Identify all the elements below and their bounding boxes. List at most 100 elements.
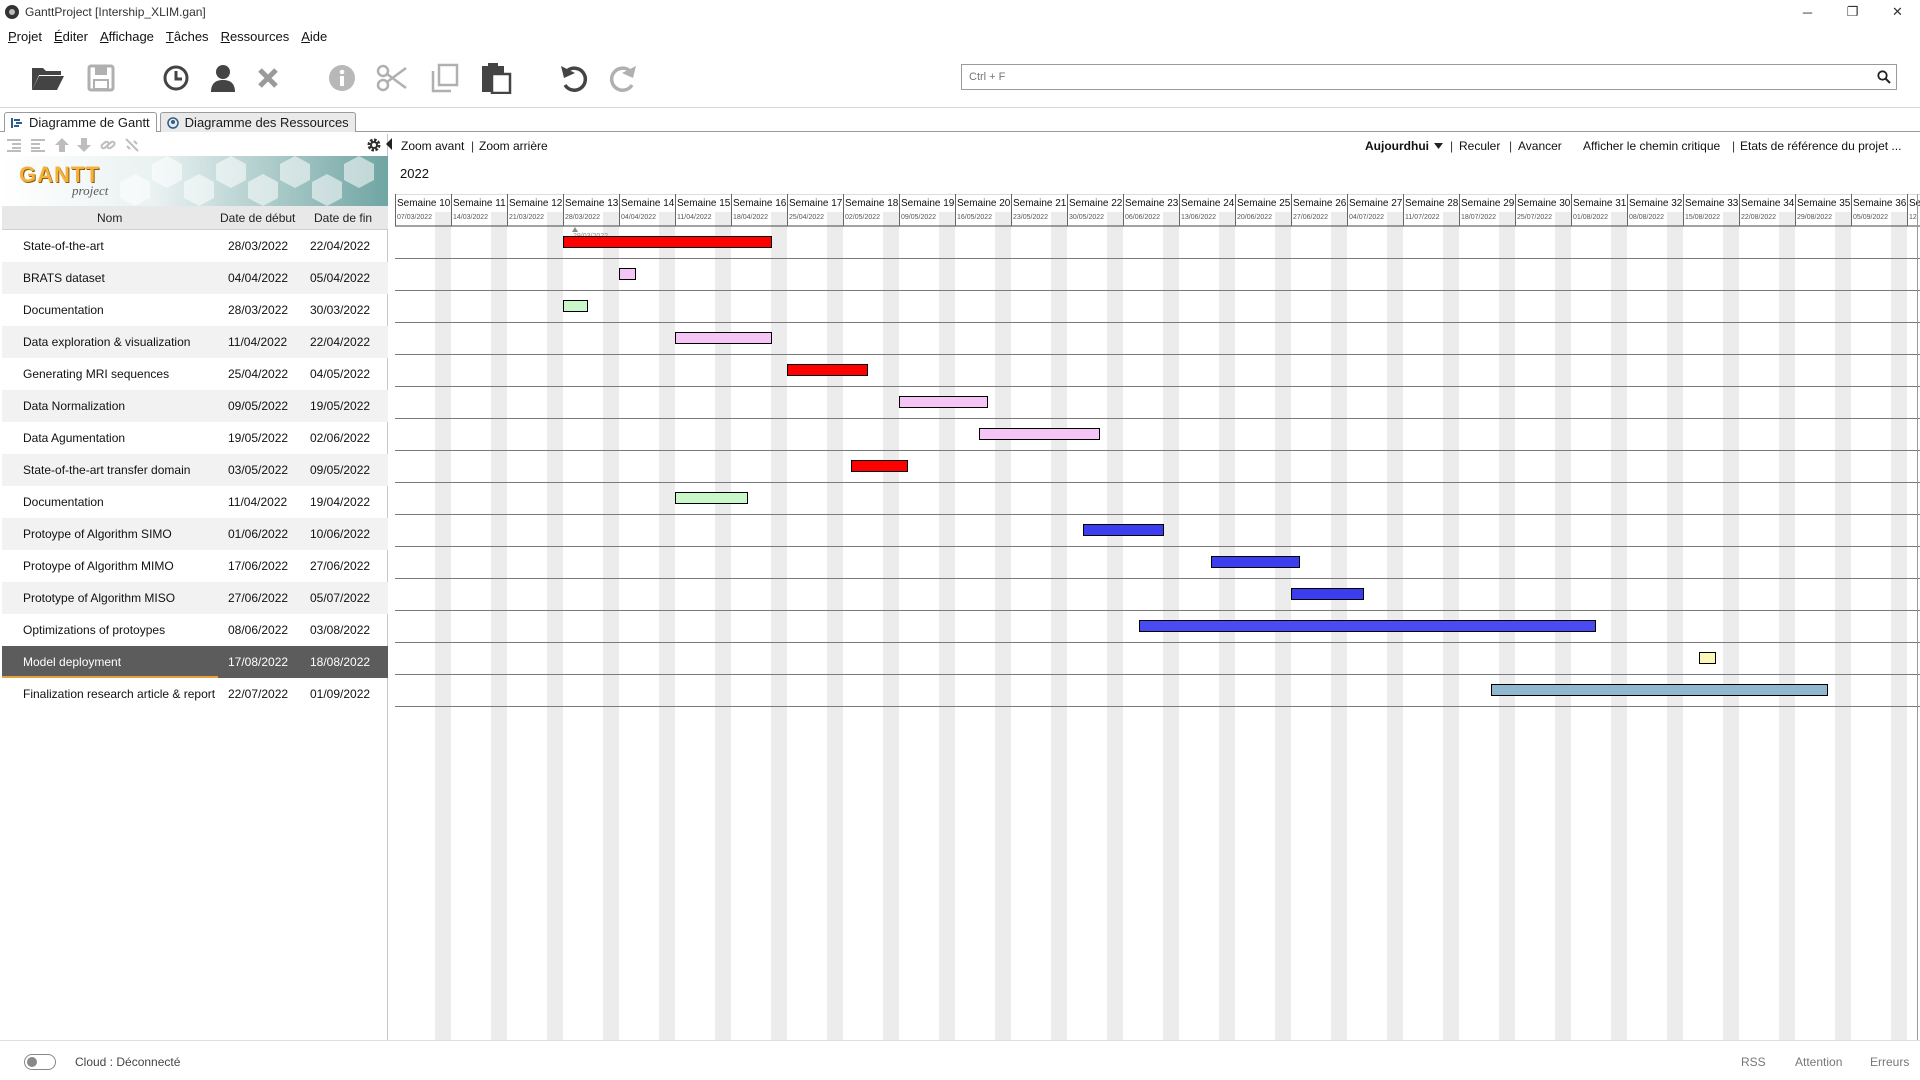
task-name: Data exploration & visualization xyxy=(23,335,191,349)
task-bar[interactable] xyxy=(1083,524,1164,536)
cloud-toggle[interactable] xyxy=(24,1054,56,1070)
tab-gantt[interactable]: Diagramme de Gantt xyxy=(4,112,157,132)
menu-ressources[interactable]: Ressources xyxy=(220,28,290,44)
search-input[interactable] xyxy=(962,65,1862,89)
task-bar[interactable] xyxy=(851,460,908,472)
weekend-column xyxy=(1779,212,1795,226)
history-icon[interactable] xyxy=(158,60,194,96)
week-date-label: 28/03/2022 xyxy=(565,214,600,221)
task-bar[interactable] xyxy=(979,428,1100,440)
task-bar[interactable] xyxy=(619,268,636,280)
task-bar[interactable] xyxy=(563,300,588,312)
minimize-button[interactable]: ─ xyxy=(1802,4,1813,20)
zoom-out-link[interactable]: Zoom arrière xyxy=(479,139,548,153)
link-icon[interactable] xyxy=(100,137,116,153)
task-bar[interactable] xyxy=(563,236,772,248)
move-up-icon[interactable] xyxy=(54,137,70,153)
paste-icon[interactable] xyxy=(478,60,514,96)
move-down-icon[interactable] xyxy=(76,137,92,153)
close-window-button[interactable]: ✕ xyxy=(1892,4,1903,19)
task-end-date: 18/08/2022 xyxy=(310,655,371,669)
search-box[interactable] xyxy=(961,64,1897,90)
task-start-date: 01/06/2022 xyxy=(228,527,289,541)
errors-link[interactable]: Erreurs xyxy=(1870,1055,1910,1069)
user-icon[interactable] xyxy=(205,60,241,96)
task-bar[interactable] xyxy=(1139,620,1596,632)
warnings-link[interactable]: Attention xyxy=(1795,1055,1843,1069)
redo-icon[interactable] xyxy=(605,60,641,96)
tab-resources[interactable]: Diagramme des Ressources xyxy=(159,112,356,132)
column-header-end[interactable]: Date de fin xyxy=(314,211,373,225)
task-bar[interactable] xyxy=(675,332,772,344)
menu-aide[interactable]: Aide xyxy=(301,28,328,44)
back-link[interactable]: Reculer xyxy=(1459,139,1501,153)
delete-icon[interactable] xyxy=(250,60,286,96)
weekend-column xyxy=(603,194,619,1040)
critical-path-link[interactable]: Afficher le chemin critique xyxy=(1583,139,1721,153)
zoom-in-link[interactable]: Zoom avant xyxy=(401,139,465,153)
weekend-column xyxy=(1611,212,1627,226)
task-start-date: 09/05/2022 xyxy=(228,399,289,413)
copy-icon[interactable] xyxy=(427,60,463,96)
task-bar[interactable] xyxy=(1211,556,1300,568)
search-icon[interactable] xyxy=(1877,70,1891,84)
save-icon[interactable] xyxy=(83,60,119,96)
task-bar[interactable] xyxy=(1291,588,1364,600)
weekend-column xyxy=(1163,212,1179,226)
week-label: Semaine 18 xyxy=(845,198,899,209)
indent-icon[interactable] xyxy=(30,137,46,153)
weekend-column xyxy=(995,212,1011,226)
task-bar[interactable] xyxy=(1699,652,1716,664)
column-header-start[interactable]: Date de début xyxy=(220,211,296,225)
today-dropdown[interactable]: Aujourdhui xyxy=(1365,139,1429,153)
menu-taches[interactable]: Tâches xyxy=(165,28,209,44)
task-table-header: Nom Date de début Date de fin xyxy=(2,206,388,230)
collapse-panel-arrow-icon[interactable] xyxy=(386,138,392,150)
week-date-label: 04/07/2022 xyxy=(1349,214,1384,221)
unlink-icon[interactable] xyxy=(124,137,140,153)
maximize-button[interactable]: ❐ xyxy=(1846,4,1859,19)
weekend-column xyxy=(1667,194,1683,1040)
baselines-link[interactable]: Etats de référence du projet ... xyxy=(1740,139,1902,153)
info-icon[interactable] xyxy=(324,60,360,96)
cut-icon[interactable] xyxy=(374,60,410,96)
task-bar[interactable] xyxy=(1491,684,1828,696)
task-start-date: 04/04/2022 xyxy=(228,271,289,285)
forward-link[interactable]: Avancer xyxy=(1518,139,1562,153)
menu-projet[interactable]: Projet xyxy=(8,28,42,44)
outdent-icon[interactable] xyxy=(6,137,22,153)
weekend-column xyxy=(883,194,899,1040)
column-header-name[interactable]: Nom xyxy=(97,211,123,225)
weekend-column xyxy=(995,194,1011,1040)
task-bar[interactable] xyxy=(675,492,748,504)
folder-open-icon[interactable] xyxy=(30,60,66,96)
today-marker-icon xyxy=(572,227,578,232)
task-bar[interactable] xyxy=(787,364,868,376)
weekend-column xyxy=(1051,212,1067,226)
undo-icon[interactable] xyxy=(556,60,592,96)
gear-icon[interactable] xyxy=(366,137,382,153)
weekend-column xyxy=(1107,194,1123,1040)
task-bar[interactable] xyxy=(899,396,988,408)
week-label: Semaine 10 xyxy=(397,198,451,209)
menu-editer[interactable]: Éditer xyxy=(53,28,88,44)
menu-affichage[interactable]: Affichage xyxy=(99,28,154,44)
rss-link[interactable]: RSS xyxy=(1741,1055,1766,1069)
chevron-down-icon[interactable] xyxy=(1434,143,1443,149)
cloud-status: Cloud : Déconnecté xyxy=(75,1055,181,1069)
